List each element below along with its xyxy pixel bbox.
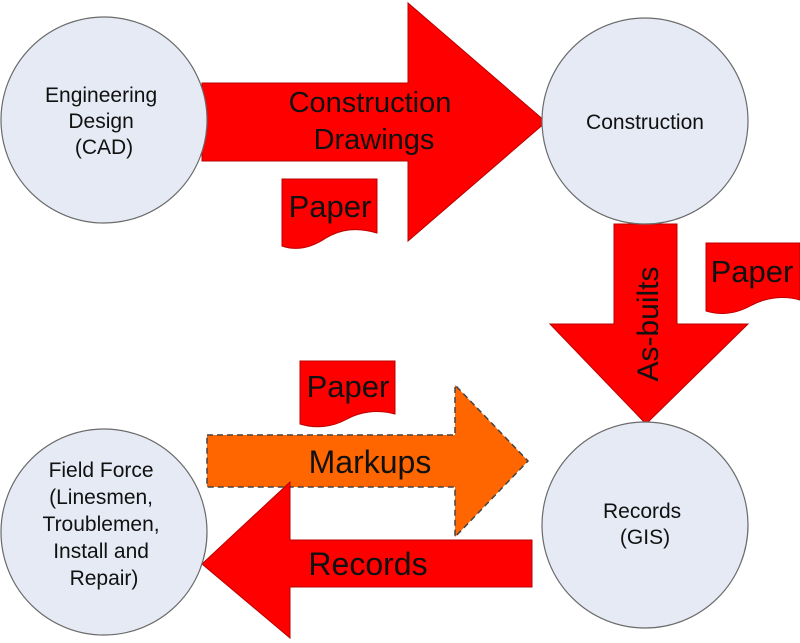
as-builts-arrow-shape: [548, 223, 750, 425]
construction-circle: [541, 17, 749, 225]
field-force-label: Field Force (Linesmen, Troublemen, Insta…: [43, 459, 166, 590]
records-node-label: Records (GIS): [603, 500, 687, 549]
markups-label: Markups: [309, 444, 432, 480]
construction-drawings-label: Construction Drawings: [289, 87, 460, 156]
arrow-construction-drawings: Construction Drawings: [201, 1, 547, 243]
construction-drawings-arrow-shape: [201, 1, 547, 243]
paper-document-right: Paper: [705, 242, 800, 314]
arrow-records: Records: [201, 480, 533, 640]
field-force-circle: [0, 428, 208, 636]
paper-document-right-shape: [705, 242, 800, 314]
node-construction: Construction: [541, 17, 749, 225]
node-records: Records (GIS): [541, 421, 749, 629]
paper-document-top: Paper: [281, 178, 378, 249]
paper-document-mid-shape: [299, 360, 396, 428]
node-field-force: Field Force (Linesmen, Troublemen, Insta…: [0, 428, 208, 636]
records-circle: [541, 421, 749, 629]
as-builts-label: As-builts: [632, 266, 665, 381]
engineering-design-circle: [0, 16, 208, 224]
construction-label: Construction: [586, 111, 704, 134]
paper-document-right-label: Paper: [711, 254, 794, 289]
engineering-design-label: Engineering Design (CAD): [45, 84, 163, 159]
paper-document-mid-label: Paper: [307, 369, 390, 404]
records-arrow-shape: [201, 480, 533, 640]
arrow-as-builts: As-builts: [548, 223, 750, 425]
records-arrow-label: Records: [308, 546, 427, 582]
paper-document-top-label: Paper: [289, 189, 372, 224]
paper-document-top-shape: [281, 178, 378, 249]
markups-arrow-shape: [206, 383, 530, 539]
paper-document-mid: Paper: [299, 360, 396, 428]
node-engineering-design: Engineering Design (CAD): [0, 16, 208, 224]
arrow-markups: Markups: [206, 383, 530, 539]
